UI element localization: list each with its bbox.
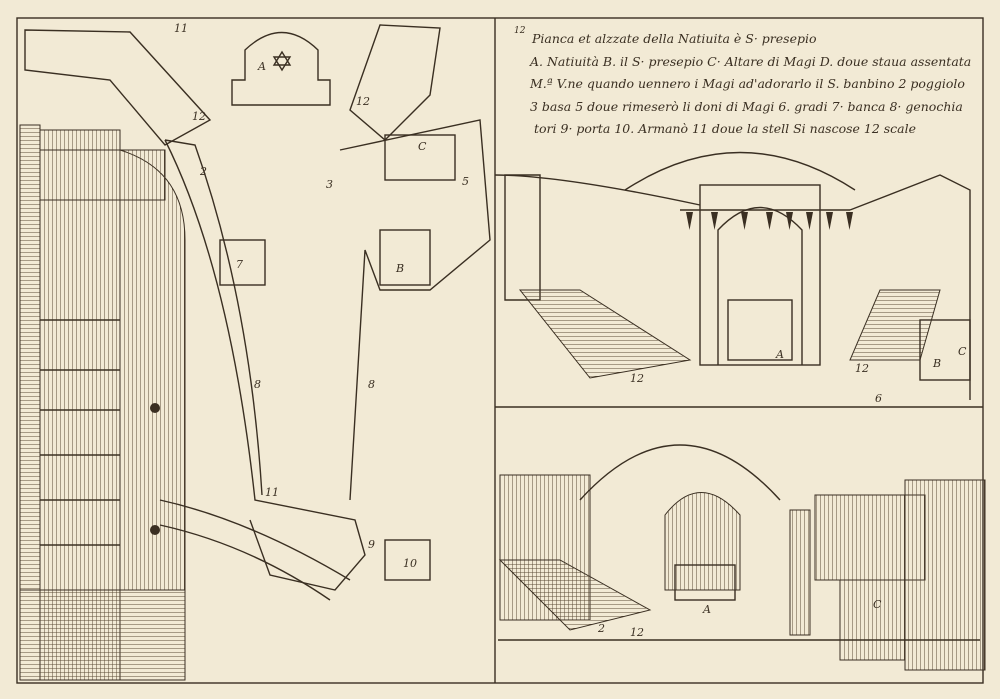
plan-label: C	[418, 140, 427, 153]
plan-label: 8	[368, 378, 375, 391]
plan-label: 11	[265, 486, 279, 499]
caption-line: M.ª V.ne quando uennero i Magi ad'adorar…	[530, 76, 965, 91]
grotto-section-view	[19, 124, 186, 681]
plan-label: 10	[403, 557, 417, 570]
caption-line: tori 9· porta 10. Armanò 11 doue la stel…	[534, 121, 917, 136]
interior-perspective-view	[498, 444, 986, 671]
floor-plan	[24, 24, 491, 601]
interior-label: 2	[597, 622, 605, 635]
elevation-label: 12	[855, 362, 869, 375]
plan-label: 3	[326, 178, 333, 191]
plan-label: 7	[236, 258, 243, 271]
caption-line: 3 basa 5 doue rimeserò li doni di Magi 6…	[530, 98, 963, 114]
plan-label: A	[257, 60, 266, 73]
plan-label: B	[395, 262, 404, 275]
caption-line: A. Natiuità B. il S· presepio C· Altare …	[530, 53, 972, 69]
plate-border	[16, 17, 984, 684]
elevation-label: 12	[630, 372, 644, 385]
interior-label: A	[702, 603, 711, 616]
plan-label: 11	[174, 22, 188, 35]
elevation-label: C	[958, 345, 967, 358]
plan-label: 5	[462, 175, 469, 188]
interior-label: C	[873, 598, 882, 611]
elevation-label: A	[775, 348, 784, 361]
elevation-view	[494, 151, 971, 400]
plan-label: 12	[356, 95, 370, 108]
plan-label: 8	[254, 378, 261, 391]
caption-legend: Pianca et alzzate della Natiuita è S· pr…	[530, 28, 990, 141]
plan-label: 12	[192, 110, 206, 123]
plate-number: 12	[514, 26, 526, 36]
caption-title: Pianca et alzzate della Natiuita è S· pr…	[532, 31, 817, 46]
interior-label: 12	[630, 626, 644, 639]
elevation-label: 6	[875, 392, 882, 405]
plan-label: 2	[199, 165, 207, 178]
elevation-label: B	[932, 357, 941, 370]
plan-label: 9	[368, 538, 375, 551]
